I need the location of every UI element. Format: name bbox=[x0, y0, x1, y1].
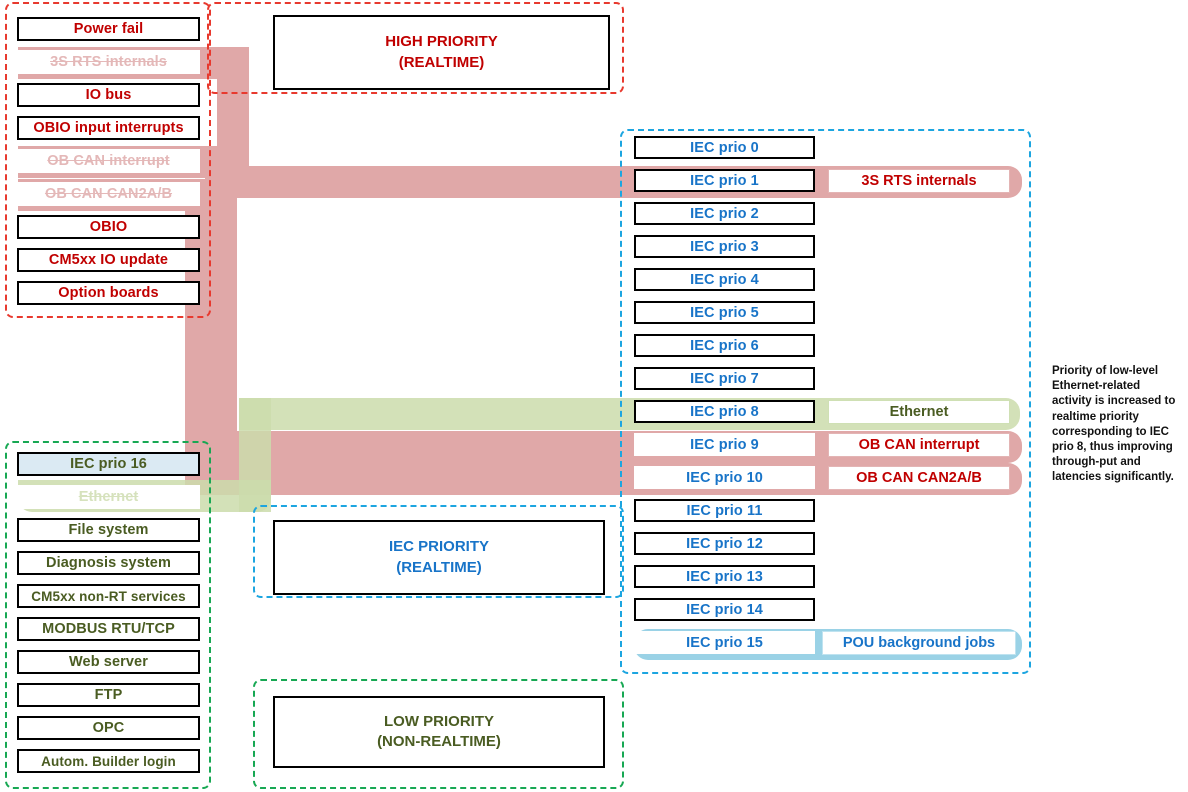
legend-iec-priority: IEC PRIORITY (REALTIME) bbox=[273, 520, 605, 595]
legend-low-priority-line2: (NON-REALTIME) bbox=[377, 733, 501, 750]
task-box-3s-rts-internals[interactable]: 3S RTS internals bbox=[17, 50, 200, 74]
legend-iec-priority-line2: (REALTIME) bbox=[396, 558, 482, 576]
task-box-io-bus[interactable]: IO bus bbox=[17, 83, 200, 107]
task-box-iec-prio-16[interactable]: IEC prio 16 bbox=[17, 452, 200, 476]
task-box-power-fail[interactable]: Power fail bbox=[17, 17, 200, 41]
task-label-ethernet-low: Ethernet bbox=[78, 489, 139, 505]
iec-prio-box-8[interactable]: IEC prio 8 bbox=[634, 400, 815, 423]
iec-prio-box-10[interactable]: IEC prio 10 bbox=[634, 466, 815, 489]
legend-high-priority-line1: HIGH PRIORITY bbox=[385, 33, 498, 51]
iec-prio-box-9[interactable]: IEC prio 9 bbox=[634, 433, 815, 456]
legend-high-priority: HIGH PRIORITY (REALTIME) bbox=[273, 15, 610, 90]
task-box-diagnosis-system[interactable]: Diagnosis system bbox=[17, 551, 200, 575]
legend-high-priority-line2: (REALTIME) bbox=[398, 53, 485, 71]
task-box-ob-can-interrupt[interactable]: OB CAN interrupt bbox=[17, 149, 200, 173]
iec-priority-legend-group bbox=[253, 505, 624, 598]
tag-box-pou-background-jobs[interactable]: POU background jobs bbox=[822, 631, 1016, 655]
task-label-ob-can-interrupt: OB CAN interrupt bbox=[47, 153, 170, 169]
task-box-obio-input-interrupts[interactable]: OBIO input interrupts bbox=[17, 116, 200, 140]
task-label-3s-rts-internals: 3S RTS internals bbox=[50, 54, 167, 70]
tag-box-3s-rts-internals[interactable]: 3S RTS internals bbox=[828, 169, 1010, 193]
iec-prio-box-1[interactable]: IEC prio 1 bbox=[634, 169, 815, 192]
legend-low-priority-line1: LOW PRIORITY bbox=[384, 712, 494, 730]
iec-prio-box-0[interactable]: IEC prio 0 bbox=[634, 136, 815, 159]
low-priority-legend-group bbox=[253, 679, 624, 789]
iec-prio-box-2[interactable]: IEC prio 2 bbox=[634, 202, 815, 225]
task-box-obio[interactable]: OBIO bbox=[17, 215, 200, 239]
legend-low-priority: LOW PRIORITY (NON-REALTIME) bbox=[273, 696, 605, 768]
iec-prio-box-5[interactable]: IEC prio 5 bbox=[634, 301, 815, 324]
iec-prio-box-3[interactable]: IEC prio 3 bbox=[634, 235, 815, 258]
tag-box-ob-can-interrupt[interactable]: OB CAN interrupt bbox=[828, 433, 1010, 457]
task-box-modbus-rtu-tcp[interactable]: MODBUS RTU/TCP bbox=[17, 617, 200, 641]
iec-prio-box-7[interactable]: IEC prio 7 bbox=[634, 367, 815, 390]
task-box-web-server[interactable]: Web server bbox=[17, 650, 200, 674]
task-box-ftp[interactable]: FTP bbox=[17, 683, 200, 707]
iec-prio-box-14[interactable]: IEC prio 14 bbox=[634, 598, 815, 621]
task-box-ob-can-can2ab[interactable]: OB CAN CAN2A/B bbox=[17, 182, 200, 206]
high-priority-task-group bbox=[5, 2, 211, 318]
high-priority-legend-group bbox=[207, 2, 624, 94]
task-box-opc[interactable]: OPC bbox=[17, 716, 200, 740]
iec-prio-box-6[interactable]: IEC prio 6 bbox=[634, 334, 815, 357]
task-box-autom-builder-login[interactable]: Autom. Builder login bbox=[17, 749, 200, 773]
task-box-file-system[interactable]: File system bbox=[17, 518, 200, 542]
tag-box-ethernet[interactable]: Ethernet bbox=[828, 400, 1010, 424]
task-box-option-boards[interactable]: Option boards bbox=[17, 281, 200, 305]
task-label-ob-can-can2ab: OB CAN CAN2A/B bbox=[44, 186, 173, 202]
iec-prio-box-13[interactable]: IEC prio 13 bbox=[634, 565, 815, 588]
task-box-cm5xx-non-rt-services[interactable]: CM5xx non-RT services bbox=[17, 584, 200, 608]
iec-prio-box-11[interactable]: IEC prio 11 bbox=[634, 499, 815, 522]
iec-prio-box-12[interactable]: IEC prio 12 bbox=[634, 532, 815, 555]
iec-prio-box-4[interactable]: IEC prio 4 bbox=[634, 268, 815, 291]
iec-priority-list-group bbox=[620, 129, 1031, 674]
task-box-ethernet-low[interactable]: Ethernet bbox=[17, 485, 200, 509]
task-box-cm5xx-io-update[interactable]: CM5xx IO update bbox=[17, 248, 200, 272]
legend-iec-priority-line1: IEC PRIORITY bbox=[388, 538, 489, 556]
annotation-ethernet-priority: Priority of low-level Ethernet-related a… bbox=[1052, 365, 1176, 484]
tag-box-ob-can-can2ab[interactable]: OB CAN CAN2A/B bbox=[828, 466, 1010, 490]
iec-prio-box-15[interactable]: IEC prio 15 bbox=[634, 631, 815, 654]
low-priority-task-group bbox=[5, 441, 211, 789]
